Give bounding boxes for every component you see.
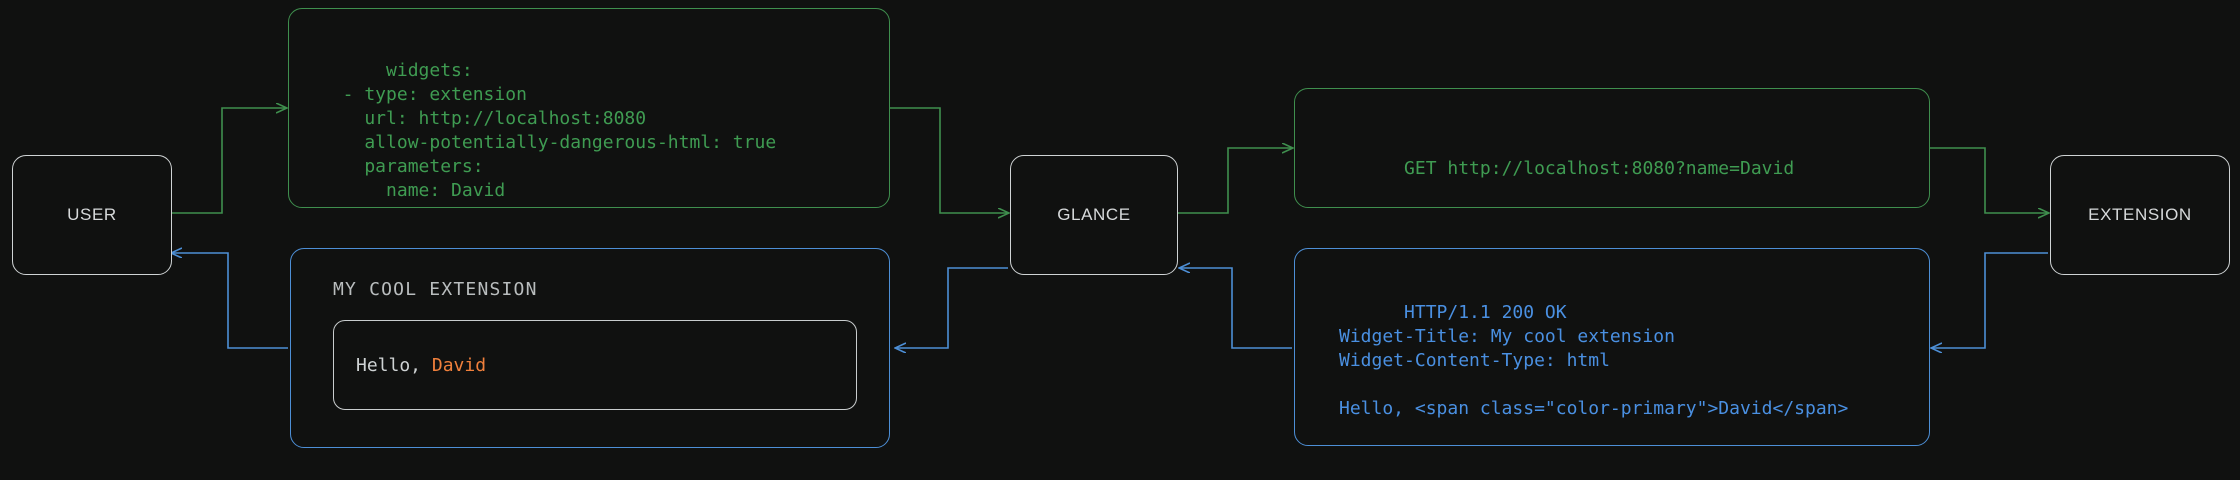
http-response-text: HTTP/1.1 200 OK Widget-Title: My cool ex… <box>1339 277 1929 445</box>
node-extension[interactable]: EXTENSION <box>2050 155 2230 275</box>
http-request-text: GET http://localhost:8080?name=David <box>1339 133 1929 205</box>
node-user[interactable]: USER <box>12 155 172 275</box>
widget-greeting-name: David <box>431 354 487 376</box>
rendered-widget-box: MY COOL EXTENSION Hello, David <box>290 248 890 448</box>
http-request-box: GET http://localhost:8080?name=David <box>1294 88 1930 208</box>
node-extension-label: EXTENSION <box>2088 205 2192 224</box>
yaml-line-3: allow-potentially-dangerous-html: true <box>321 132 777 153</box>
response-line-blank <box>1339 373 1929 397</box>
node-glance-label: GLANCE <box>1057 205 1131 224</box>
yaml-line-5: name: David <box>321 180 506 201</box>
yaml-line-4: parameters: <box>321 156 484 177</box>
node-glance[interactable]: GLANCE <box>1010 155 1178 275</box>
response-line-1: Widget-Title: My cool extension <box>1339 326 1675 347</box>
response-line-4: Hello, <span class="color-primary">David… <box>1339 398 1849 419</box>
yaml-config-text: widgets: - type: extension url: http://l… <box>321 35 889 227</box>
response-line-0: HTTP/1.1 200 OK <box>1404 302 1567 323</box>
yaml-line-2: url: http://localhost:8080 <box>321 108 647 129</box>
node-user-label: USER <box>67 205 117 224</box>
response-line-2: Widget-Content-Type: html <box>1339 350 1610 371</box>
http-response-box: HTTP/1.1 200 OK Widget-Title: My cool ex… <box>1294 248 1930 446</box>
request-line-0: GET http://localhost:8080?name=David <box>1404 158 1795 179</box>
widget-greeting: Hello, David <box>334 355 486 376</box>
yaml-line-1: - type: extension <box>321 84 527 105</box>
yaml-line-0: widgets: <box>386 60 473 81</box>
yaml-config-box: widgets: - type: extension url: http://l… <box>288 8 890 208</box>
widget-content-frame: Hello, David <box>333 320 857 410</box>
widget-title: MY COOL EXTENSION <box>333 279 538 300</box>
widget-greeting-prefix: Hello, <box>356 354 432 376</box>
